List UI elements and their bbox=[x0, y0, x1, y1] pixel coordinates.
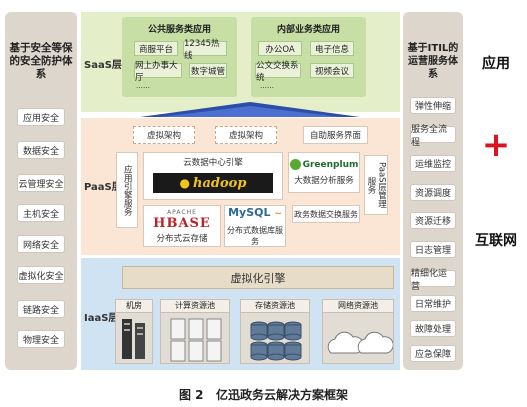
security-item: 网络安全 bbox=[17, 235, 65, 253]
figure-caption: 图 2 亿迅政务云解决方案框架 bbox=[178, 388, 349, 402]
distributed-cloud-storage: APACHE HBASE 分布式云存储 bbox=[143, 205, 221, 247]
operations-item: 精细化运营 bbox=[410, 269, 456, 292]
public-services-title: 公共服务类应用 bbox=[147, 25, 211, 35]
machine-room: 机房 bbox=[115, 299, 153, 364]
compute-resource-pool: 计算资源池 bbox=[160, 299, 230, 364]
machine-room-title: 机房 bbox=[116, 300, 152, 313]
network-resource-pool: 网络资源池 bbox=[322, 299, 394, 364]
operations-system-title: 基于ITIL的运营服务体系 bbox=[407, 43, 459, 80]
distributed-database-service: MySQL ~ 分布式数据库服务 bbox=[224, 205, 286, 247]
layer-arrow-icon bbox=[140, 102, 360, 117]
dist-db-label: 分布式数据库服务 bbox=[227, 225, 283, 246]
storage-resource-pool: 存储资源池 bbox=[240, 299, 310, 364]
bigdata-label: 大数据分析服务 bbox=[294, 176, 354, 186]
mysql-text: MySQL bbox=[228, 205, 271, 219]
greenplum-icon bbox=[289, 159, 301, 170]
app-chip: 12345热线 bbox=[183, 39, 227, 61]
cloud-engine-label: 云数据中心引擎 bbox=[183, 158, 243, 168]
server-rack-icon bbox=[122, 319, 145, 359]
paas-mgmt-label: PaaS层管理服务 bbox=[366, 161, 387, 209]
application-label: 应用 bbox=[482, 56, 510, 72]
plus-icon: + bbox=[481, 125, 511, 165]
virtual-architecture-2: 虚拟架构 bbox=[215, 126, 277, 144]
bigdata-analysis-service: Greenplum 大数据分析服务 bbox=[288, 152, 360, 193]
cloud-data-center-engine: 云数据中心引擎 ● hadoop bbox=[143, 152, 283, 200]
internal-services-group bbox=[251, 17, 366, 97]
security-item: 云管理安全 bbox=[17, 174, 65, 192]
hbase-text: HBASE bbox=[153, 215, 211, 231]
security-item: 虚拟化安全 bbox=[17, 266, 65, 284]
compute-pool-title: 计算资源池 bbox=[161, 300, 229, 313]
app-chip: 数字城管 bbox=[189, 63, 227, 78]
public-services-group bbox=[122, 17, 237, 97]
security-item: 物理安全 bbox=[17, 330, 65, 348]
network-pool-title: 网络资源池 bbox=[323, 300, 393, 313]
virtualization-engine: 虚拟化引擎 bbox=[122, 266, 394, 289]
self-service-portal: 自助服务界面 bbox=[303, 126, 368, 144]
app-chip: 商服平台 bbox=[134, 41, 178, 56]
app-chip: 电子信息 bbox=[310, 41, 354, 56]
cloud-icon bbox=[327, 331, 393, 354]
operations-item: 资源调度 bbox=[410, 184, 456, 201]
dolphin-icon: ~ bbox=[274, 208, 282, 219]
hadoop-text: hadoop bbox=[193, 175, 247, 191]
security-item: 应用安全 bbox=[17, 108, 65, 126]
operations-item: 故障处理 bbox=[410, 320, 456, 337]
app-chip: 办公OA bbox=[258, 41, 302, 56]
gov-data-exchange-service: 政务数据交换服务 bbox=[292, 205, 360, 223]
elephant-icon: ● bbox=[179, 176, 191, 190]
mysql-logo: MySQL ~ bbox=[228, 206, 282, 219]
security-item: 主机安全 bbox=[17, 204, 65, 222]
app-chip: 公文交换系统 bbox=[255, 61, 301, 83]
saas-label: SaaS层 bbox=[84, 60, 122, 71]
app-engine-service: 应用引擎服务 bbox=[116, 152, 138, 228]
operations-item: 日志管理 bbox=[410, 241, 456, 258]
paas-management-service: PaaS层管理服务 bbox=[364, 155, 388, 215]
storage-pool-title: 存储资源池 bbox=[241, 300, 309, 313]
app-chip: 视频会议 bbox=[310, 63, 354, 78]
operations-item: 运维监控 bbox=[410, 155, 456, 172]
internet-label: 互联网 bbox=[475, 233, 517, 249]
iaas-label: IaaS层 bbox=[84, 313, 119, 324]
database-icon bbox=[250, 321, 302, 361]
operations-item: 资源迁移 bbox=[410, 212, 456, 229]
virtual-architecture-1: 虚拟架构 bbox=[133, 126, 195, 144]
server-icon bbox=[170, 318, 222, 362]
hadoop-logo: ● hadoop bbox=[153, 173, 273, 193]
greenplum-logo: Greenplum bbox=[289, 159, 359, 170]
operations-item: 应急保障 bbox=[410, 345, 456, 362]
operations-item: 服务全流程 bbox=[410, 125, 456, 148]
security-item: 链路安全 bbox=[17, 300, 65, 318]
operations-item: 弹性伸缩 bbox=[410, 97, 456, 114]
internal-services-title: 内部业务类应用 bbox=[276, 25, 340, 35]
public-more: …… bbox=[136, 82, 150, 90]
security-item: 数据安全 bbox=[17, 141, 65, 159]
operations-item: 日常维护 bbox=[410, 295, 456, 312]
apache-text: APACHE bbox=[167, 208, 197, 216]
internal-more: …… bbox=[260, 82, 274, 90]
app-chip: 网上办事大厅 bbox=[134, 61, 182, 83]
paas-label: PaaS层 bbox=[84, 182, 122, 193]
security-system-title: 基于安全等保的安全防护体系 bbox=[9, 42, 73, 80]
greenplum-text: Greenplum bbox=[302, 159, 359, 170]
app-engine-label: 应用引擎服务 bbox=[122, 164, 133, 216]
dist-store-label: 分布式云存储 bbox=[156, 233, 208, 244]
